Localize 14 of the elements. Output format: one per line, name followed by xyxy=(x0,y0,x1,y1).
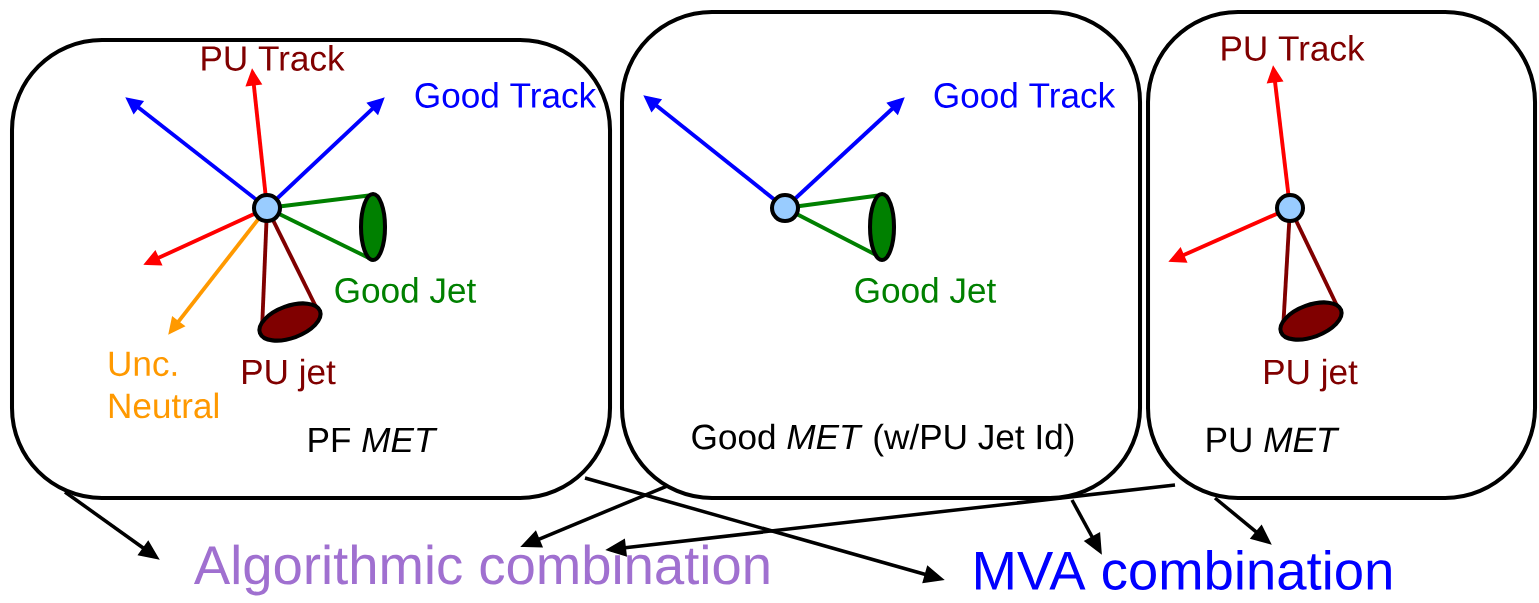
vector-label: PU Track xyxy=(1222,35,1365,61)
vector-label: Good Track xyxy=(934,82,1116,108)
combination-label: MVA combination xyxy=(976,550,1391,590)
vector-label: PU jet xyxy=(243,358,336,392)
vector-label: PU jet xyxy=(1265,358,1358,392)
box-title: Good MET (w/PU Jet Id) xyxy=(692,423,1074,457)
vector-label: Good Track xyxy=(415,82,597,108)
vector-label: PU Track xyxy=(202,45,345,71)
box-title: PF MET xyxy=(309,427,438,453)
combination-label: Algorithmic combination xyxy=(193,544,769,596)
vector-label: Good Jet xyxy=(855,277,997,303)
box-title: PU MET xyxy=(1207,427,1340,453)
vector-label: Good Jet xyxy=(335,277,476,303)
vector-label: Unc. Neutral xyxy=(109,351,218,419)
